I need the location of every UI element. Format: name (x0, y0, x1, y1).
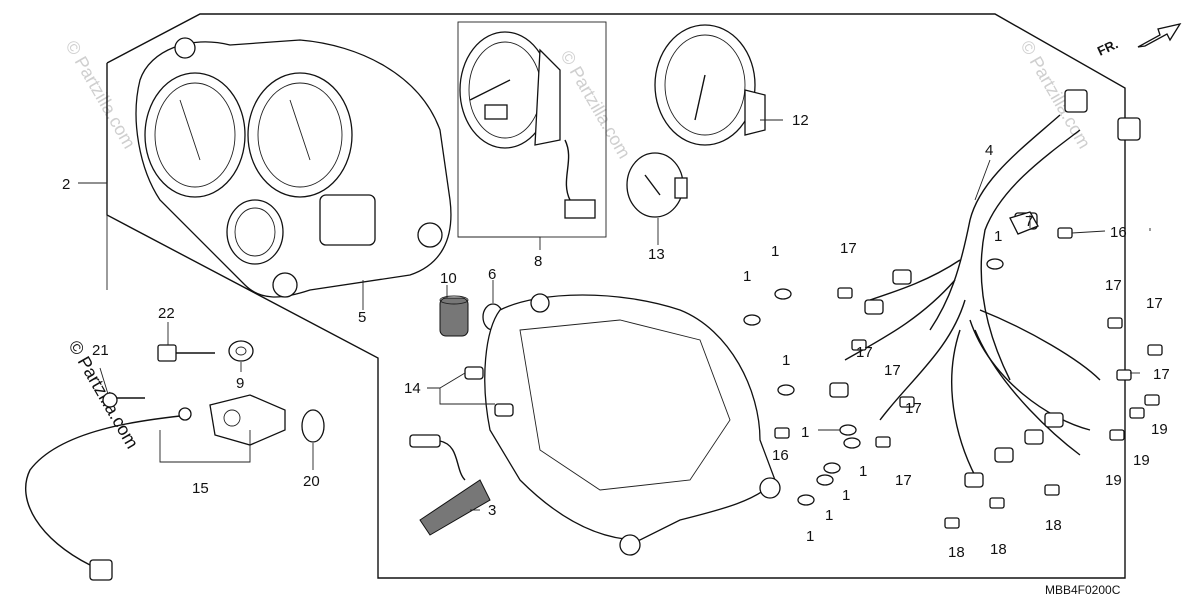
callout-1-f: 1 (859, 463, 867, 480)
callout-1-a: 1 (994, 228, 1002, 245)
callout-13: 13 (648, 246, 665, 263)
callout-19-b: 19 (1133, 452, 1150, 469)
callout-12: 12 (792, 112, 809, 129)
leader-lines (78, 119, 1151, 511)
callout-14: 14 (404, 380, 421, 397)
callout-17-f: 17 (1146, 295, 1163, 312)
callout-1-b: 1 (743, 268, 751, 285)
fasteners (743, 227, 1163, 529)
watermark-top-middle: © Partzilla.com (557, 47, 635, 162)
callout-17-d: 17 (895, 472, 912, 489)
callout-1-e: 1 (801, 424, 809, 441)
callout-18-c: 18 (1045, 517, 1062, 534)
callout-1-i: 1 (806, 528, 814, 545)
callout-1-g: 1 (842, 487, 850, 504)
callout-18-b: 18 (990, 541, 1007, 558)
bulb-socket (439, 295, 469, 337)
callout-20: 20 (303, 473, 320, 490)
callout-7: 7 (1025, 213, 1033, 230)
callout-1-c: 1 (771, 243, 779, 260)
callout-1-d: 1 (782, 352, 790, 369)
callout-16-b: 16 (772, 447, 789, 464)
callout-5: 5 (358, 309, 366, 326)
callout-15: 15 (192, 480, 209, 497)
front-direction-label: FR. (1095, 36, 1120, 58)
wire-harness (829, 89, 1141, 488)
speed-sensor-assembly (25, 392, 286, 581)
meter-case-assembly (135, 37, 452, 298)
callout-6: 6 (488, 266, 496, 283)
callout-8: 8 (534, 253, 542, 270)
callout-4: 4 (985, 142, 993, 159)
diagram-code: MBB4F0200C (1045, 583, 1121, 597)
callout-10: 10 (440, 270, 457, 287)
callout-1-h: 1 (825, 507, 833, 524)
callout-17-e: 17 (1105, 277, 1122, 294)
watermark-top-left: © Partzilla.com (62, 37, 140, 152)
callout-17-c: 17 (905, 400, 922, 417)
callouts: 2 5 8 12 13 10 6 14 3 4 7 16 16 22 9 21 … (62, 112, 1170, 597)
callout-19-a: 19 (1151, 421, 1168, 438)
temperature-gauge (626, 152, 688, 218)
callout-17-a: 17 (840, 240, 857, 257)
callout-17-h: 17 (884, 362, 901, 379)
grommet-b (494, 403, 514, 417)
indicator-light-unit (409, 434, 491, 536)
callout-22: 22 (158, 305, 175, 322)
callout-18-a: 18 (948, 544, 965, 561)
grommet-a (464, 366, 484, 380)
callout-16-a: 16 (1110, 224, 1127, 241)
tachometer (654, 24, 766, 146)
callout-2: 2 (62, 176, 70, 193)
speedometer (459, 31, 596, 219)
callout-3: 3 (488, 502, 496, 519)
harness-clamp (1009, 211, 1039, 235)
callout-17-b: 17 (856, 344, 873, 361)
callout-17-g: 17 (1153, 366, 1170, 383)
collar-9 (228, 340, 254, 362)
callout-21: 21 (92, 342, 109, 359)
callout-9: 9 (236, 375, 244, 392)
meter-lower-case (484, 293, 781, 556)
front-direction-arrow: FR. (1095, 23, 1182, 59)
callout-19-c: 19 (1105, 472, 1122, 489)
bolt-22 (157, 344, 215, 362)
frame-outline (106, 13, 1126, 579)
o-ring (301, 409, 325, 443)
